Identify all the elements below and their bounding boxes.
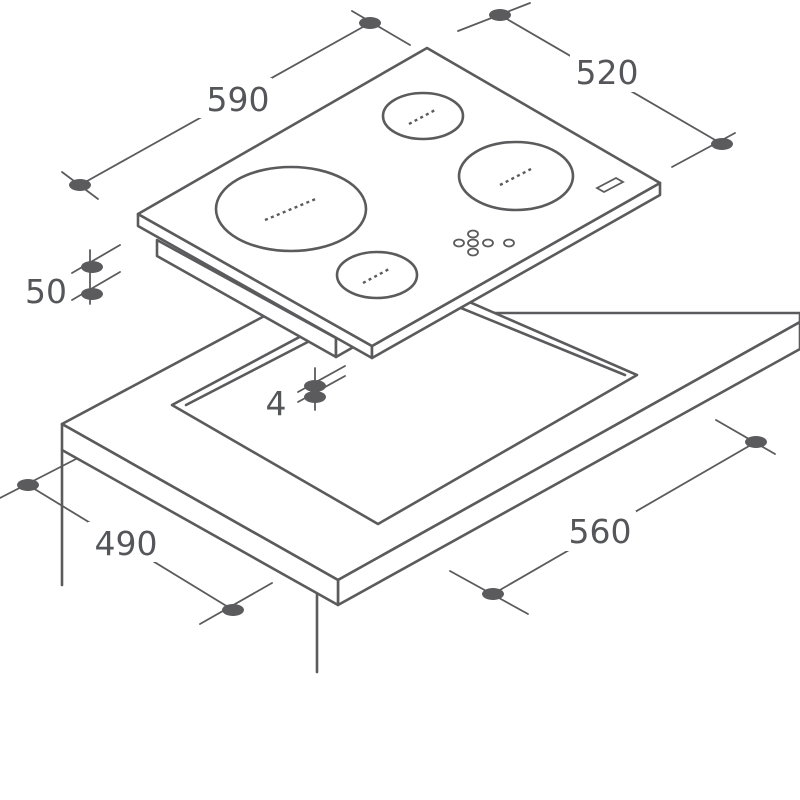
dimension-marker: [222, 604, 244, 616]
dimension-hob-width: 590: [61, 10, 411, 200]
dimension-label-560: 560: [569, 512, 632, 551]
control-button: [482, 238, 494, 248]
dimension-label-490: 490: [95, 524, 158, 563]
cooktop-top-surface: [136, 46, 662, 348]
glass-cooktop: [136, 46, 662, 360]
countertop-front-edge: [60, 422, 340, 607]
dimension-marker: [81, 288, 103, 300]
dimension-gap: 4: [266, 365, 346, 423]
cooking-zone-right-medium: [457, 140, 575, 212]
dimension-marker: [81, 261, 103, 273]
dimension-marker: [304, 391, 326, 403]
dimension-marker: [69, 179, 91, 191]
dimension-marker: [711, 138, 733, 150]
dimension-marker: [359, 17, 381, 29]
cooking-zone-front-small: [335, 250, 419, 300]
touch-controls: [453, 229, 515, 257]
control-button: [467, 238, 479, 248]
control-button: [503, 238, 515, 248]
dimension-marker: [482, 588, 504, 600]
cooking-zone-large: [214, 165, 368, 253]
dimension-label-50: 50: [25, 272, 67, 311]
dimension-label-520: 520: [576, 53, 639, 92]
dimension-marker: [489, 9, 511, 21]
dimension-label-590: 590: [207, 80, 270, 119]
dimension-marker: [17, 479, 39, 491]
dimension-marker: [745, 436, 767, 448]
dimension-cutout-depth: 490: [0, 458, 273, 625]
cooking-zone-back-small: [381, 91, 465, 141]
control-button: [453, 238, 465, 248]
display-window: [595, 176, 625, 194]
dimension-cutout-width: 560: [449, 419, 776, 615]
dimension-label-4: 4: [266, 384, 287, 423]
control-button: [467, 229, 479, 239]
dimension-marker: [304, 380, 326, 392]
dimension-hob-depth: 520: [457, 2, 736, 168]
control-button: [467, 247, 479, 257]
dimension-hob-height: 50: [25, 244, 121, 311]
